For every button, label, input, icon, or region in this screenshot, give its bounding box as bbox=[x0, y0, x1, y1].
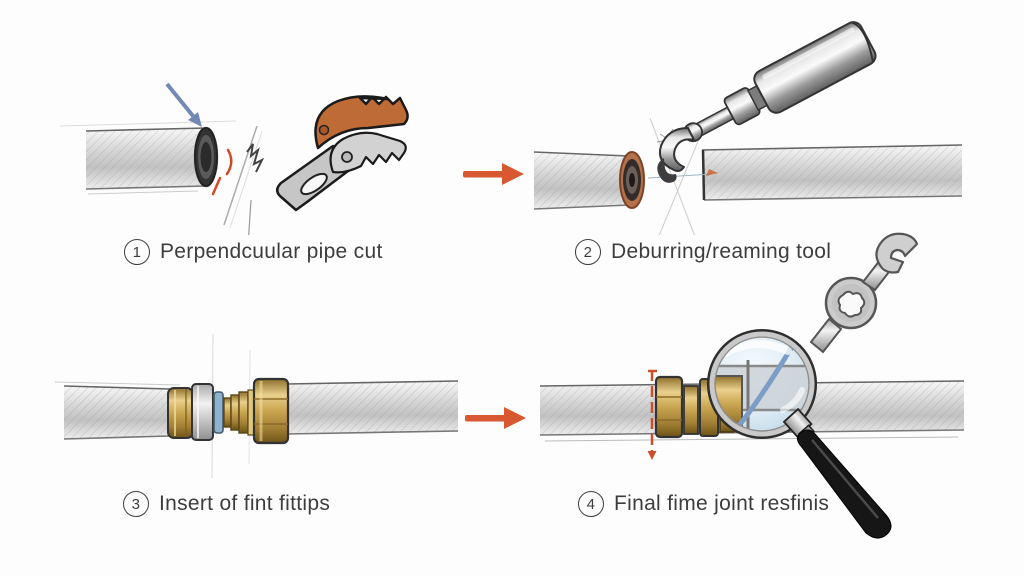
left-pipe-sketch bbox=[533, 151, 645, 210]
flow-arrow-right-icon bbox=[463, 163, 524, 185]
right-pipe-sketch bbox=[285, 380, 459, 435]
alignment-marker-red bbox=[647, 369, 657, 460]
brass-fitting bbox=[654, 375, 735, 439]
step-number-1: 1 bbox=[124, 239, 150, 265]
left-pipe-sketch bbox=[63, 385, 171, 440]
step-number-2: 2 bbox=[575, 239, 601, 265]
step-caption-text-3: Insert of fint fittips bbox=[159, 492, 331, 515]
step-caption-text-4: Final fime joint resfinis bbox=[614, 492, 830, 515]
step-caption-1: 1 Perpendcuular pipe cut bbox=[124, 239, 383, 265]
pipe-cut-with-cutter-pliers-icon bbox=[59, 82, 409, 235]
cut-direction-arrow-icon bbox=[165, 82, 202, 127]
compression-fitting bbox=[167, 377, 290, 445]
flow-arrow-right-icon bbox=[465, 407, 526, 429]
step-caption-text-1: Perpendcuular pipe cut bbox=[160, 240, 383, 263]
step-caption-4: 4 Final fime joint resfinis bbox=[578, 491, 829, 517]
compression-fitting-on-pipe-icon bbox=[54, 333, 459, 479]
magnifier-handle bbox=[797, 429, 892, 539]
pipe-sketch bbox=[59, 120, 237, 195]
right-pipe-sketch bbox=[701, 144, 963, 201]
step-caption-text-2: Deburring/reaming tool bbox=[611, 240, 832, 263]
magnified-joint-view bbox=[715, 339, 809, 431]
deburring-tool-icon bbox=[657, 21, 877, 183]
magnifier-ferrule bbox=[782, 407, 815, 441]
step-number-4: 4 bbox=[578, 491, 604, 517]
step-number-3: 3 bbox=[123, 491, 149, 517]
sketch-guides bbox=[647, 117, 718, 235]
pipe-sketch bbox=[539, 380, 965, 442]
reaming-tool-at-pipe-end-icon bbox=[533, 21, 963, 235]
pipe-cutter-pliers-icon bbox=[276, 95, 409, 212]
step-caption-3: 3 Insert of fint fittips bbox=[123, 491, 330, 517]
sketch-guides bbox=[54, 333, 251, 479]
cut-marks bbox=[211, 125, 265, 235]
step-caption-2: 2 Deburring/reaming tool bbox=[575, 239, 831, 265]
